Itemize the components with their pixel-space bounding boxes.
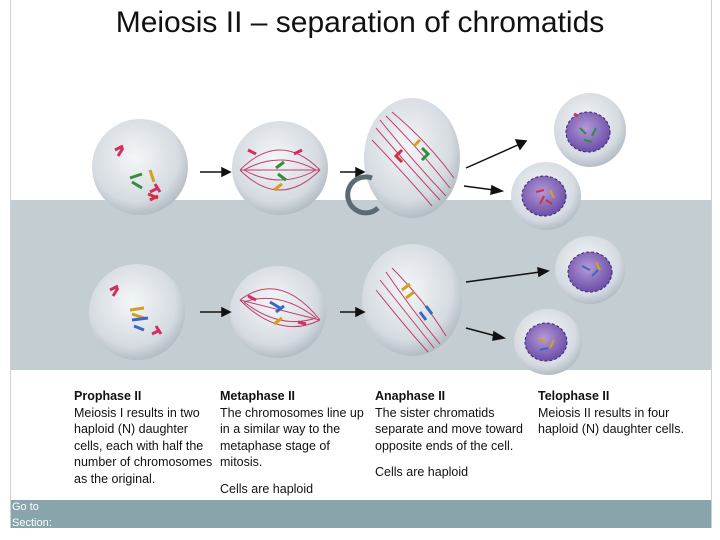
anaphase-cell-bottom <box>362 244 462 356</box>
background-text-area <box>11 370 711 500</box>
telophase-cell-2 <box>511 162 581 230</box>
phase-column-prophase: Prophase II Meiosis I results in two hap… <box>74 388 218 487</box>
prophase-cell-top <box>92 119 188 215</box>
phase-heading: Prophase II <box>74 389 142 403</box>
phase-heading: Metaphase II <box>220 389 296 403</box>
reload-icon[interactable] <box>345 174 380 216</box>
phase-description: The chromosomes line up in a similar way… <box>220 405 364 470</box>
prophase-cell-bottom <box>89 264 185 360</box>
go-to-section-link[interactable]: Go to Section: <box>12 499 52 531</box>
metaphase-cell-top <box>232 121 328 215</box>
metaphase-cell-bottom <box>230 266 326 358</box>
telophase-cell-3 <box>555 236 625 304</box>
phase-description: Meiosis I results in two haploid (N) dau… <box>74 405 213 486</box>
phase-heading: Telophase II <box>538 389 610 403</box>
page-title: Meiosis II – separation of chromatids <box>115 6 605 39</box>
phase-column-metaphase: Metaphase II The chromosomes line up in … <box>220 388 370 497</box>
phase-column-telophase: Telophase II Meiosis II results in four … <box>538 388 694 438</box>
anaphase-cell-top <box>364 98 460 218</box>
phase-column-anaphase: Anaphase II The sister chromatids separa… <box>375 388 533 481</box>
phase-note: Cells are haploid <box>220 481 314 496</box>
phase-heading: Anaphase II <box>375 389 446 403</box>
telophase-cell-4 <box>514 309 582 375</box>
go-to-label: Go to <box>12 501 39 513</box>
section-label: Section: <box>12 517 52 529</box>
footer-bar <box>11 500 711 528</box>
phase-description: Meiosis II results in four haploid (N) d… <box>538 405 684 437</box>
arrow-icon <box>200 139 550 341</box>
phase-description: The sister chromatids separate and move … <box>375 405 524 453</box>
phase-note: Cells are haploid <box>375 465 469 479</box>
telophase-cell-1 <box>554 93 626 167</box>
